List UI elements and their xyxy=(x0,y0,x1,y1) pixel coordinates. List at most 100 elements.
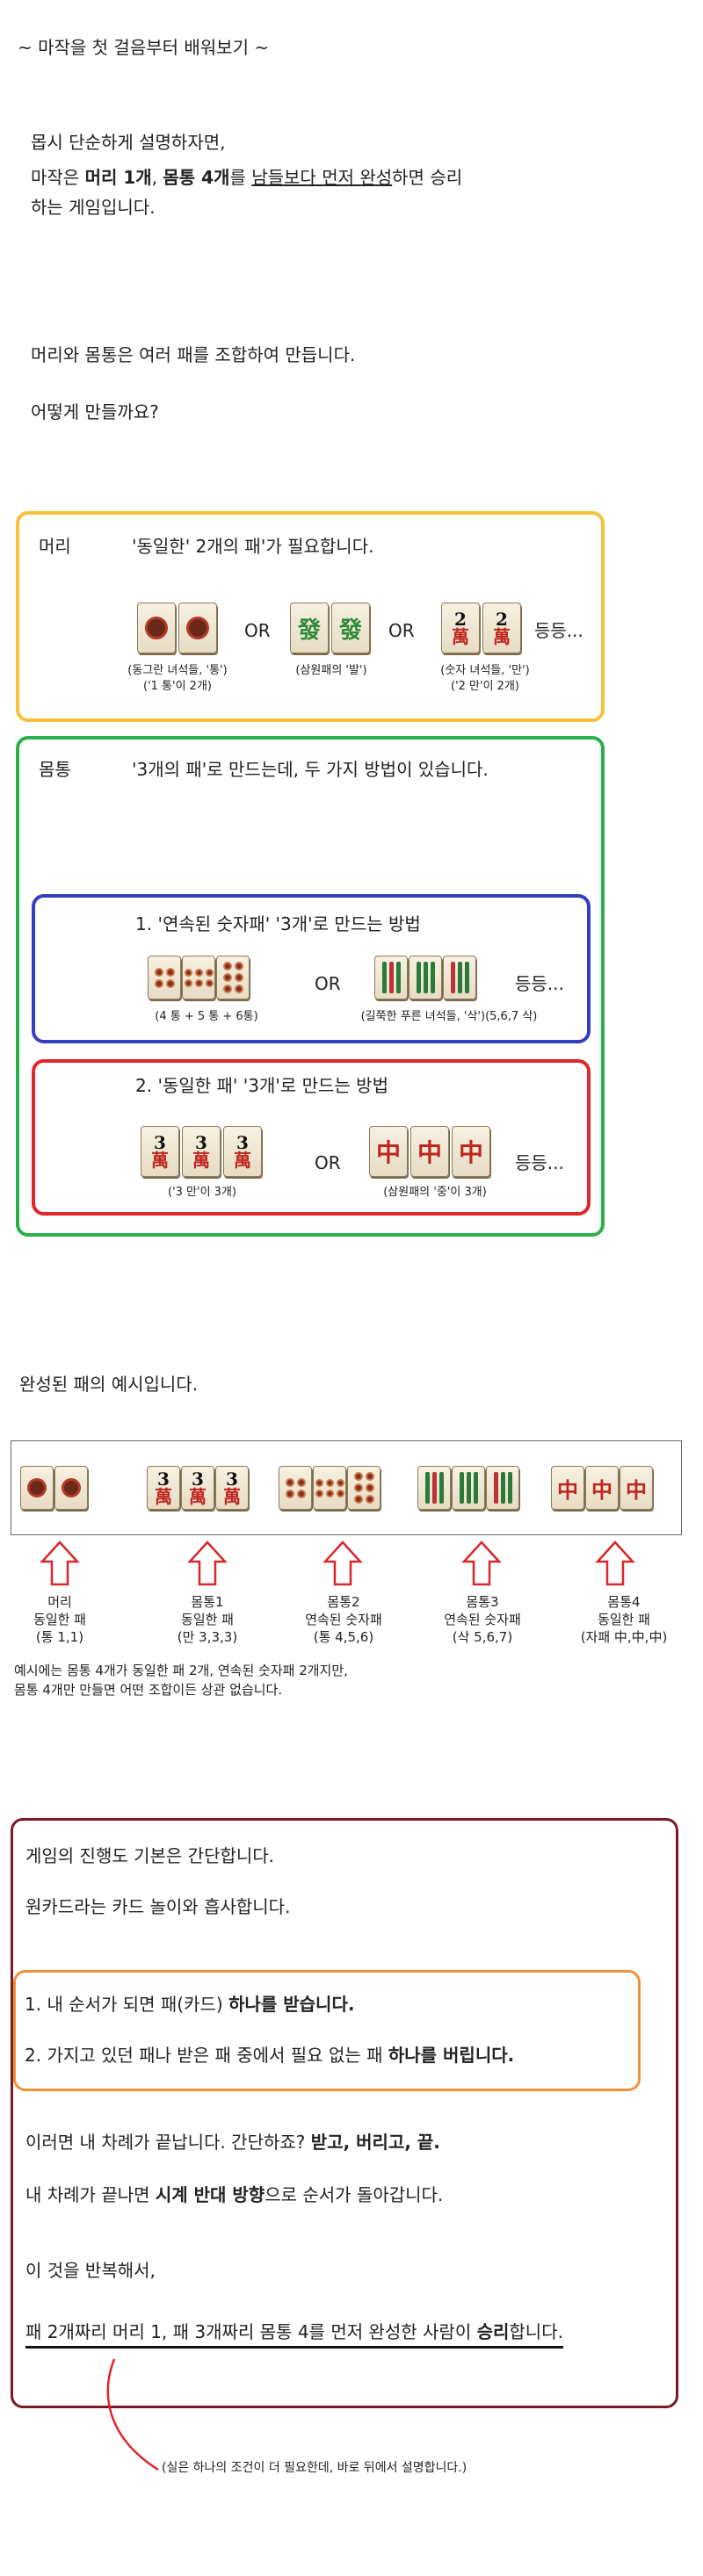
rules-line-4: 내 차례가 끝나면 시계 반대 방향으로 순서가 돌아갑니다. xyxy=(25,2184,444,2205)
method-2-title: 2. '동일한 패' '3개'로 만드는 방법 xyxy=(135,1075,388,1096)
sou-5-tile xyxy=(374,956,408,999)
pin-1-tile xyxy=(137,603,176,653)
rules-line-3: 이러면 내 차례가 끝납니다. 간단하죠? 받고, 버리고, 끝. xyxy=(25,2132,440,2153)
arrow-up-icon xyxy=(461,1541,502,1586)
rules-step-2: 2. 가지고 있던 패나 받은 패 중에서 필요 없는 패 하나를 버립니다. xyxy=(25,2045,515,2066)
method-2-or: OR xyxy=(315,1152,341,1173)
para2-line-2: 어떻게 만들까요? xyxy=(31,401,159,422)
method-1-box: 1. '연속된 숫자패' '3개'로 만드는 방법 OR 등등... (4 통 … xyxy=(32,894,591,1043)
method-2-caption-2: (삼원패의 '중'이 3개) xyxy=(383,1186,487,1199)
method-1-pin-tiles xyxy=(148,956,250,999)
head-desc: '동일한' 2개의 패'가 필요합니다. xyxy=(132,536,374,557)
chun-tile: 中 xyxy=(551,1466,584,1510)
body-label: 몸통 xyxy=(39,759,71,780)
rules-final: 패 2개짜리 머리 1, 패 3개짜리 몸통 4를 먼저 완성한 사람이 승리합… xyxy=(25,2320,563,2349)
hatsu-tile: 發 xyxy=(331,603,370,653)
pin-4-tile xyxy=(279,1466,312,1510)
arrow-up-icon xyxy=(595,1541,635,1586)
pin-1-tile xyxy=(178,603,217,653)
head-tiles-pin xyxy=(137,603,217,653)
pin-6-tile xyxy=(347,1466,380,1510)
intro-line-3: 하는 게임입니다. xyxy=(31,197,156,218)
example-body2-tiles xyxy=(279,1466,380,1510)
arrow-up-icon xyxy=(187,1541,228,1586)
chun-tile: 中 xyxy=(585,1466,619,1510)
sou-5-tile xyxy=(417,1466,451,1510)
para2-line-1: 머리와 몸통은 여러 패를 조합하여 만듭니다. xyxy=(31,344,356,365)
arrow-up-icon xyxy=(40,1541,80,1586)
head-or-1: OR xyxy=(244,620,271,641)
method-1-caption-2: (길쭉한 푸른 녀석들, '삭')(5,6,7 삭) xyxy=(360,1010,538,1023)
method-1-etc: 등등... xyxy=(515,973,564,994)
pin-5-tile xyxy=(182,956,215,999)
rules-step-1: 1. 내 순서가 되면 패(카드) 하나를 받습니다. xyxy=(25,1994,355,2015)
arrow-up-icon xyxy=(323,1541,363,1586)
footnote-pointer xyxy=(106,2358,159,2471)
intro-line-1: 몹시 단순하게 설명하자면, xyxy=(31,132,226,153)
body-desc: '3개의 패'로 만드는데, 두 가지 방법이 있습니다. xyxy=(132,759,489,780)
pin-1-tile xyxy=(54,1466,88,1510)
method-2-chun-tiles: 中 中 中 xyxy=(369,1126,490,1177)
head-caption-1b: ('1 통'이 2개) xyxy=(143,680,212,693)
page-title: ~ 마작을 첫 걸음부터 배워보기 ~ xyxy=(18,37,270,58)
pin-4-tile xyxy=(148,956,181,999)
body-box: 몸통 '3개의 패'로 만드는데, 두 가지 방법이 있습니다. 1. '연속된… xyxy=(16,736,605,1237)
footnote: (실은 하나의 조건이 더 필요한데, 바로 뒤에서 설명합니다.) xyxy=(162,2461,467,2475)
example-arrows xyxy=(40,1541,635,1586)
method-1-caption-1: (4 통 + 5 통 + 6통) xyxy=(155,1010,258,1023)
rules-line-5: 이 것을 반복해서, xyxy=(25,2260,156,2281)
method-2-etc: 등등... xyxy=(515,1152,564,1173)
method-1-or: OR xyxy=(315,973,341,994)
sou-7-tile xyxy=(443,956,476,999)
head-or-2: OR xyxy=(388,620,415,641)
pin-5-tile xyxy=(313,1466,346,1510)
head-caption-1a: (동그란 녀석들, '통') xyxy=(127,664,228,677)
method-1-sou-tiles xyxy=(374,956,476,999)
hatsu-tile: 發 xyxy=(290,603,329,653)
head-caption-3a: (숫자 녀석들, '만') xyxy=(440,664,530,677)
head-tiles-hatsu: 發 發 xyxy=(290,603,370,653)
example-body4-tiles: 中 中 中 xyxy=(551,1466,653,1510)
chun-tile: 中 xyxy=(452,1126,490,1177)
chun-tile: 中 xyxy=(620,1466,653,1510)
head-label: 머리 xyxy=(39,536,71,557)
method-2-caption-1: ('3 만'이 3개) xyxy=(168,1186,236,1199)
example-heading: 완성된 패의 예시입니다. xyxy=(19,1374,199,1395)
example-note-2: 몸통 4개만 만들면 어떤 조합이든 상관 없습니다. xyxy=(14,1682,283,1698)
head-caption-2: (삼원패의 '발') xyxy=(295,664,367,677)
pin-6-tile xyxy=(216,956,250,999)
rules-line-1: 게임의 진행도 기본은 간단합니다. xyxy=(25,1845,275,1866)
head-etc: 등등... xyxy=(534,620,583,641)
chun-tile: 中 xyxy=(369,1126,408,1177)
rules-box: 게임의 진행도 기본은 간단합니다. 원카드라는 카드 놀이와 흡사합니다. 1… xyxy=(11,1818,678,2408)
example-body3-tiles xyxy=(417,1466,519,1510)
rules-steps-box: 1. 내 순서가 되면 패(카드) 하나를 받습니다. 2. 가지고 있던 패나… xyxy=(13,1970,641,2091)
sou-7-tile xyxy=(486,1466,519,1510)
head-caption-3b: ('2 만'이 2개) xyxy=(451,680,519,693)
pin-1-tile xyxy=(20,1466,54,1510)
rules-line-2: 원카드라는 카드 놀이와 흡사합니다. xyxy=(25,1896,291,1917)
sou-6-tile xyxy=(452,1466,485,1510)
example-note-1: 예시에는 몸통 4개가 동일한 패 2개, 연속된 숫자패 2개지만, xyxy=(14,1663,348,1678)
chun-tile: 中 xyxy=(410,1126,449,1177)
intro-line-2: 마작은 머리 1개, 몸통 4개를 남들보다 먼저 완성하면 승리 xyxy=(31,167,463,188)
example-head-tiles xyxy=(20,1466,88,1510)
